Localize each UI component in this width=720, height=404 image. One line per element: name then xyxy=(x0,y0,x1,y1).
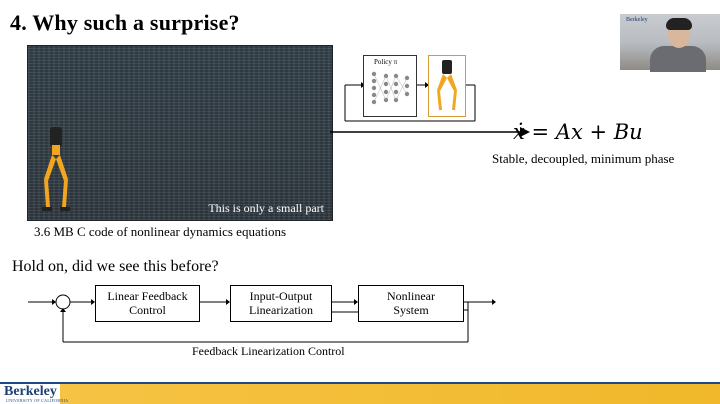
slide-title: 4. Why such a surprise? xyxy=(10,10,240,35)
policy-loop-diagram xyxy=(344,82,476,122)
footer-divider xyxy=(0,382,720,384)
arrow-right-icon xyxy=(330,127,530,137)
block-label: Linear Feedback xyxy=(107,289,188,303)
block-label: System xyxy=(393,303,429,317)
block-label: Control xyxy=(129,303,166,317)
presenter-body xyxy=(650,46,706,72)
neural-network-icon xyxy=(371,71,410,105)
presenter-hair xyxy=(666,18,692,30)
code-caption: This is only a small part xyxy=(208,201,324,215)
code-image: This is only a small part xyxy=(27,45,333,221)
berkeley-logo: Berkeley xyxy=(4,384,57,399)
policy-network-box xyxy=(363,55,417,117)
question-text: Hold on, did we see this before? xyxy=(12,258,219,275)
robot-icon xyxy=(437,60,457,110)
input-output-linearization-block: Input-Output Linearization xyxy=(230,285,332,322)
diagram-caption: Feedback Linearization Control xyxy=(192,344,345,358)
robot-illustration xyxy=(42,127,70,211)
equation-description: Stable, decoupled, minimum phase xyxy=(492,151,675,166)
block-label: Nonlinear xyxy=(387,289,435,303)
policy-label: Policy π xyxy=(374,58,398,66)
footer-band xyxy=(0,382,720,404)
code-subtitle: 3.6 MB C code of nonlinear dynamics equa… xyxy=(34,224,287,239)
equation: ẋ = Ax + Bu xyxy=(513,120,643,144)
linear-feedback-control-block: Linear Feedback Control xyxy=(95,285,200,322)
nonlinear-system-block: Nonlinear System xyxy=(358,285,464,322)
berkeley-logo-subtitle: UNIVERSITY OF CALIFORNIA xyxy=(6,398,69,403)
webcam-tag: Berkeley xyxy=(626,17,648,23)
robot-box xyxy=(428,55,466,117)
block-label: Input-Output xyxy=(249,289,313,303)
block-label: Linearization xyxy=(249,303,313,317)
